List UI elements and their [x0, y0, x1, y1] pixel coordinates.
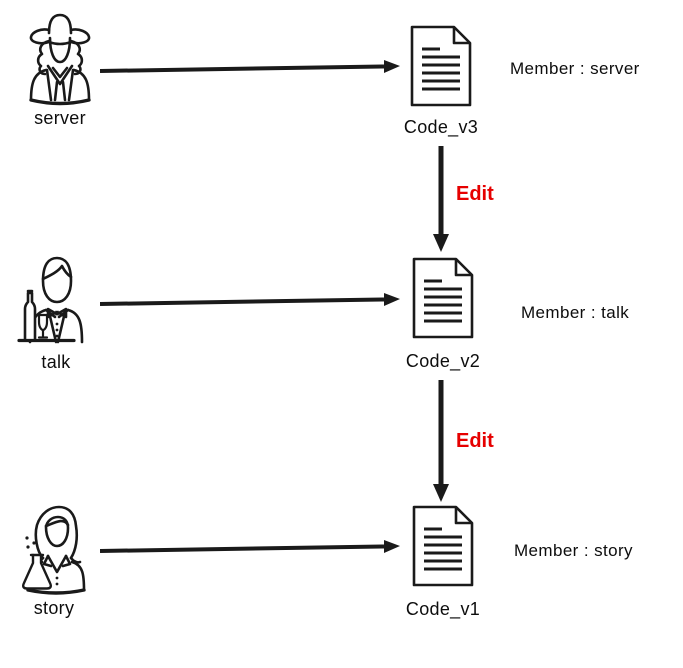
document-icon: [411, 256, 475, 340]
edit-arrow-v3-to-v2: [432, 146, 450, 252]
edit-arrow-v2-to-v1: [432, 380, 450, 502]
doc-label: Code_v3: [403, 117, 479, 137]
edit-label: Edit: [456, 183, 494, 205]
actor-label: server: [34, 108, 86, 128]
arrow-server-to-code-v3: [100, 58, 400, 76]
actor-label: talk: [41, 352, 71, 372]
arrow-story-to-code-v1: [100, 538, 400, 556]
cowboy-person-icon: [20, 10, 100, 106]
scientist-person-icon: [16, 500, 96, 596]
document-icon: [409, 24, 473, 108]
actor-label: story: [33, 598, 75, 618]
member-label: Member : talk: [521, 303, 630, 322]
doc-label: Code_v1: [405, 599, 481, 619]
member-label: Member : story: [514, 541, 633, 560]
bartender-person-icon: [16, 252, 96, 348]
arrow-talk-to-code-v2: [100, 291, 400, 309]
doc-label: Code_v2: [405, 351, 481, 371]
member-label: Member : server: [510, 59, 640, 78]
edit-label: Edit: [456, 430, 494, 452]
document-icon: [411, 504, 475, 588]
